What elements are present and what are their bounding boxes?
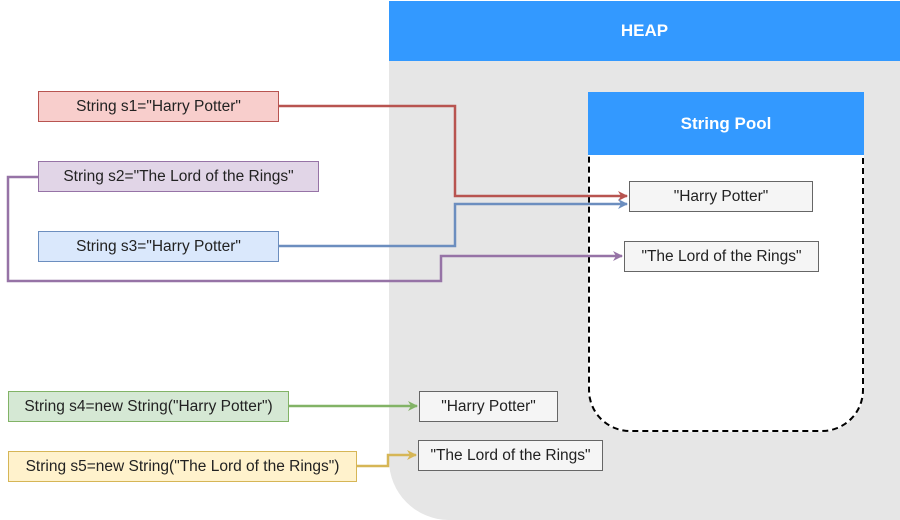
heap-string-lord-of-the-rings: "The Lord of the Rings" [418,440,603,471]
variable-s2: String s2="The Lord of the Rings" [38,161,319,192]
heap-string-harry-potter: "Harry Potter" [419,391,558,422]
arrow-s1-to-pool [279,104,628,201]
string-pool-title: String Pool [588,92,864,155]
heap-title: HEAP [389,1,900,61]
variable-s3: String s3="Harry Potter" [38,231,279,262]
variable-s4: String s4=new String("Harry Potter") [8,391,289,422]
connector-lines [6,104,628,468]
pool-string-lord-of-the-rings: "The Lord of the Rings" [624,241,819,272]
arrow-s5-to-heap [357,450,417,468]
arrow-s3-to-pool [279,199,628,248]
variable-s5: String s5=new String("The Lord of the Ri… [8,451,357,482]
variable-s1: String s1="Harry Potter" [38,91,279,122]
pool-string-harry-potter: "Harry Potter" [629,181,813,212]
arrow-s2-to-pool [6,175,623,283]
